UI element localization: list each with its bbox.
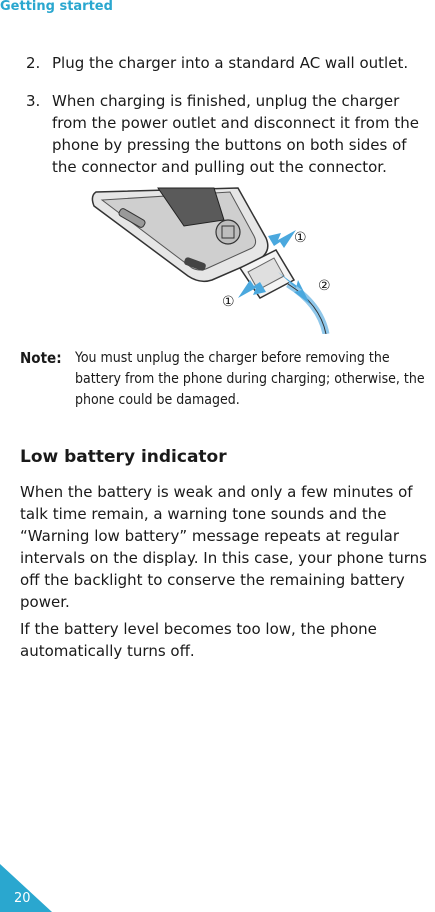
- step-number: 3.: [26, 92, 41, 110]
- callout-1-top: ①: [294, 230, 307, 246]
- phone-charger-drawing: [91, 187, 330, 335]
- running-header: Getting started: [0, 0, 113, 14]
- note-block: Note: You must unplug the charger before…: [20, 348, 432, 411]
- page-number: 20: [14, 891, 31, 906]
- note-label: Note:: [20, 349, 62, 367]
- step-number: 2.: [26, 54, 41, 72]
- page-tab-shape: [0, 864, 52, 912]
- step-2: 2. Plug the charger into a standard AC w…: [26, 52, 431, 74]
- step-3: 3. When charging is finished, unplug the…: [26, 90, 431, 178]
- paragraph: When the battery is weak and only a few …: [20, 483, 427, 611]
- step-text: When charging is finished, unplug the ch…: [52, 92, 419, 176]
- callout-1-bottom: ①: [222, 294, 235, 310]
- step-text: Plug the charger into a standard AC wall…: [52, 54, 409, 72]
- paragraph: If the battery level becomes too low, th…: [20, 620, 377, 660]
- charger-illustration: ① ② ①: [88, 184, 338, 335]
- callout-2: ②: [318, 278, 331, 294]
- note-text: You must unplug the charger before remov…: [75, 350, 425, 408]
- section-heading: Low battery indicator: [20, 447, 227, 467]
